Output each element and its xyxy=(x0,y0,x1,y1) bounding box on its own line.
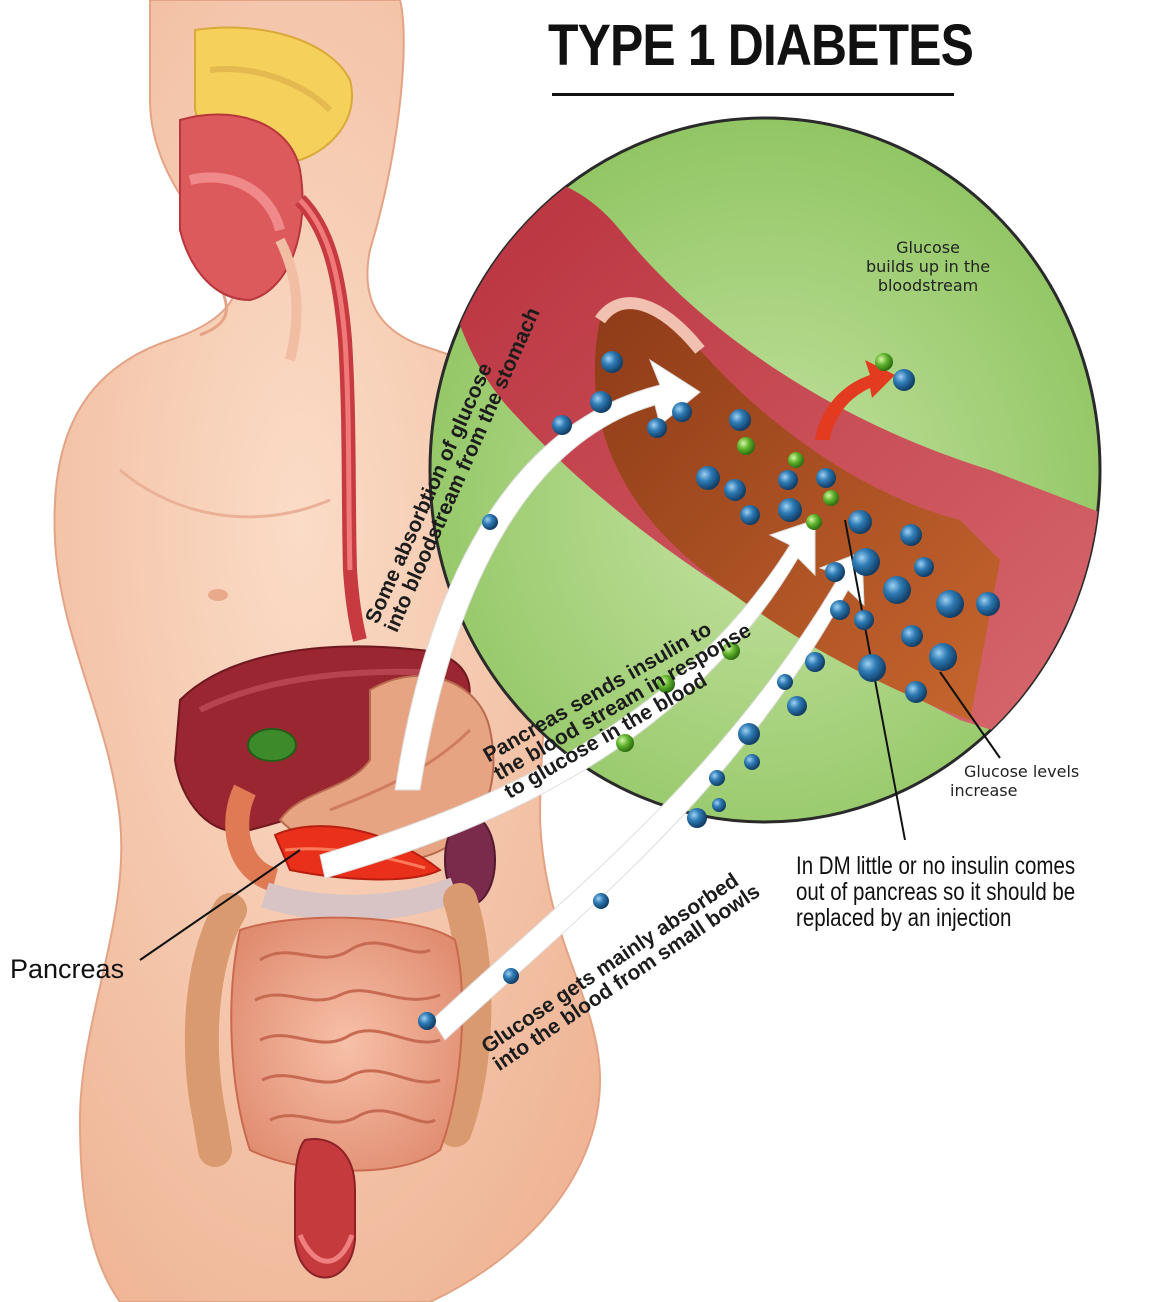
glucose-builds-up-label: Glucose builds up in the bloodstream xyxy=(866,238,990,295)
dm-insulin-note: In DM little or no insulin comes out of … xyxy=(796,853,1075,931)
diagram-title: TYPE 1 DIABETES xyxy=(548,12,973,79)
glucose-levels-label: Glucose levels increase xyxy=(950,762,1079,800)
oral-cavity xyxy=(180,114,303,300)
title-underline xyxy=(552,93,954,96)
rectum xyxy=(295,1139,355,1277)
pancreas-label: Pancreas xyxy=(10,954,124,985)
